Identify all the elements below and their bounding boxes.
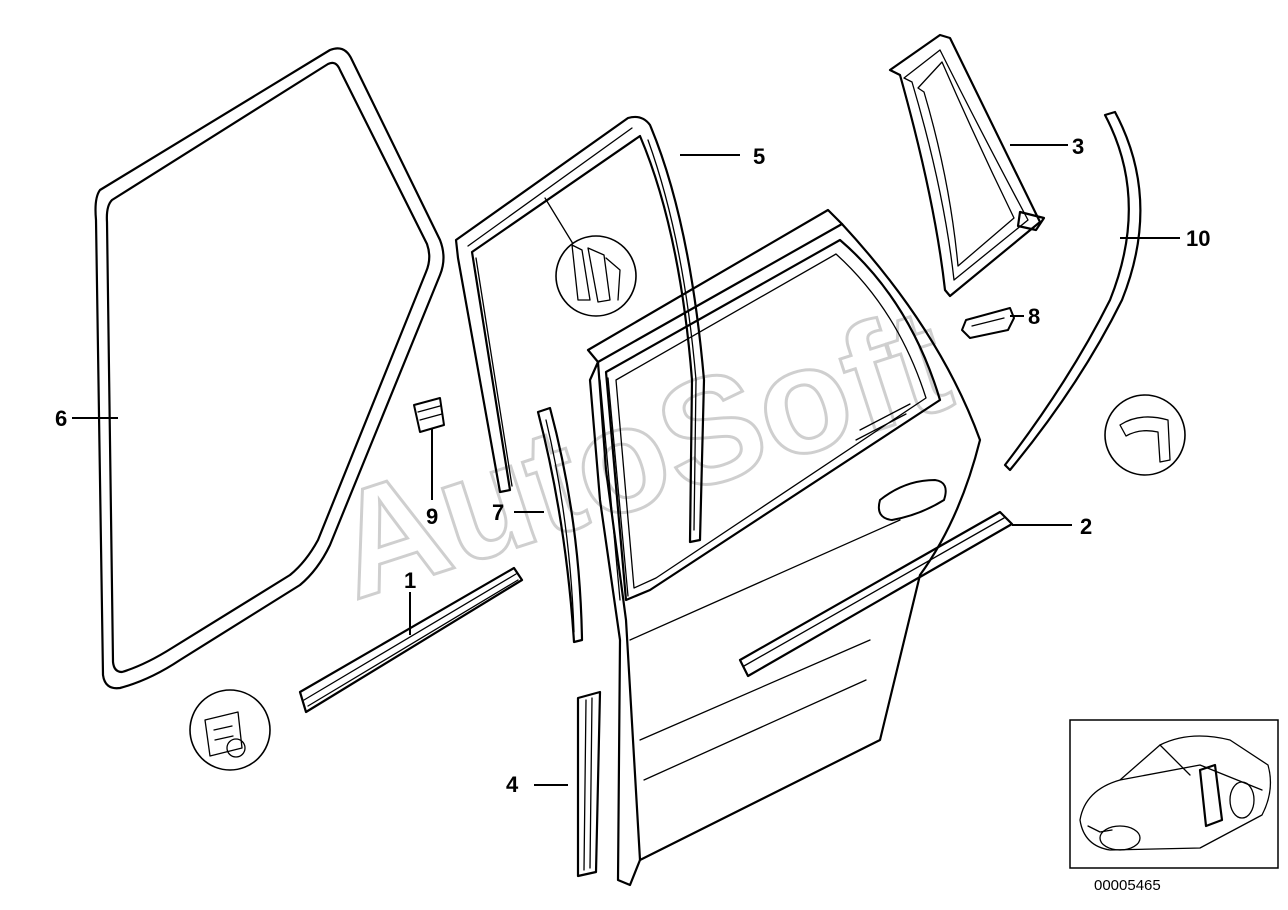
part-6-door-seal[interactable] [94,47,445,690]
callout-2: 2 [1080,514,1092,539]
callout-4: 4 [506,772,519,797]
detail-circle-window-guide [555,235,637,317]
part-4-lower-pillar-trim[interactable] [576,690,602,878]
part-9-clip[interactable] [413,397,445,433]
callout-8: 8 [1028,304,1040,329]
callout-3: 3 [1072,134,1084,159]
part-3-quarter-window-frame[interactable] [888,33,1046,298]
part-2-channel-strip[interactable] [738,510,1014,678]
part-7-pillar-trim[interactable] [536,406,584,644]
callout-6: 6 [55,406,67,431]
vehicle-location-inset: 00005465 [1069,719,1279,894]
callout-10: 10 [1186,226,1210,251]
callout-7: 7 [492,500,504,525]
part-8-clip[interactable] [961,307,1015,339]
callout-5: 5 [753,144,765,169]
part-1-lower-seal-strip[interactable] [298,566,524,714]
detail-circle-door-seal [189,689,271,771]
detail-circle-trim-strip [1104,394,1186,476]
car-silhouette [1079,735,1272,851]
leader-lines [72,144,1180,786]
callout-1: 1 [404,568,416,593]
diagram-number: 00005465 [1094,877,1161,894]
callout-labels: 6 1 7 9 4 5 3 10 8 2 [55,134,1210,797]
callout-9: 9 [426,504,438,529]
part-10-trim-strip[interactable] [1003,110,1142,472]
